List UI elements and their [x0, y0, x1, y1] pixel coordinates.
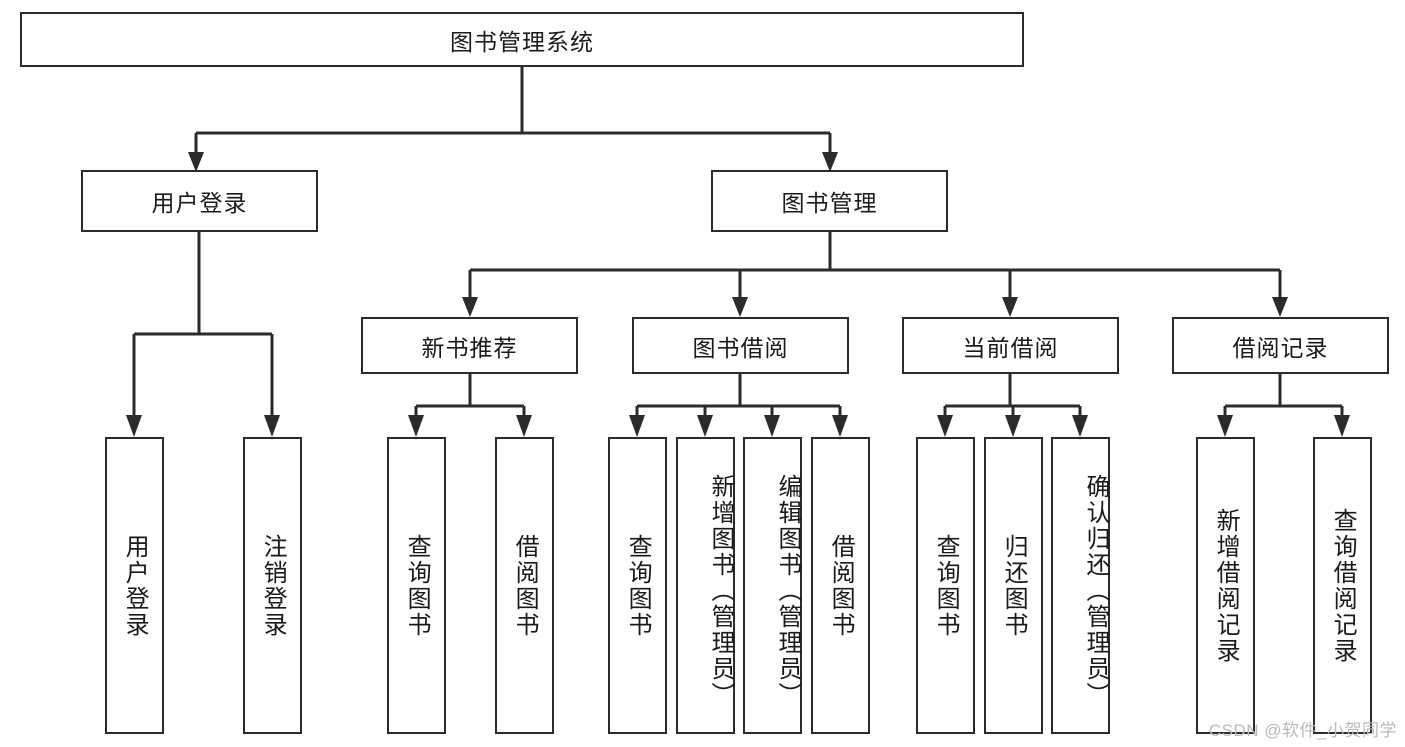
- leaf-query-borrow-record[interactable]: 查询借阅记录: [1313, 437, 1372, 734]
- node-new-book-recommend[interactable]: 新书推荐: [361, 317, 578, 374]
- node-book-management[interactable]: 图书管理: [711, 170, 948, 232]
- leaf-confirm-return-admin[interactable]: 确认归还（管理员）: [1051, 437, 1110, 734]
- leaf-query-book-borrow[interactable]: 查询图书: [608, 437, 667, 734]
- leaf-borrow-book-recommend[interactable]: 借阅图书: [495, 437, 554, 734]
- leaf-add-book-admin[interactable]: 新增图书（管理员）: [676, 437, 735, 734]
- node-current-borrow[interactable]: 当前借阅: [902, 317, 1119, 374]
- node-user-login[interactable]: 用户登录: [81, 170, 318, 232]
- leaf-query-book-current[interactable]: 查询图书: [916, 437, 975, 734]
- leaf-edit-book-admin[interactable]: 编辑图书（管理员）: [743, 437, 802, 734]
- leaf-user-login[interactable]: 用户登录: [105, 437, 164, 734]
- watermark-text: CSDN @软件_小贺同学: [1208, 721, 1397, 740]
- leaf-logout-login[interactable]: 注销登录: [243, 437, 302, 734]
- leaf-query-book-recommend[interactable]: 查询图书: [387, 437, 446, 734]
- node-book-borrow[interactable]: 图书借阅: [632, 317, 849, 374]
- leaf-return-book[interactable]: 归还图书: [984, 437, 1043, 734]
- node-borrow-record[interactable]: 借阅记录: [1172, 317, 1389, 374]
- leaf-borrow-book[interactable]: 借阅图书: [811, 437, 870, 734]
- leaf-add-borrow-record[interactable]: 新增借阅记录: [1196, 437, 1255, 734]
- node-root-system[interactable]: 图书管理系统: [20, 12, 1024, 67]
